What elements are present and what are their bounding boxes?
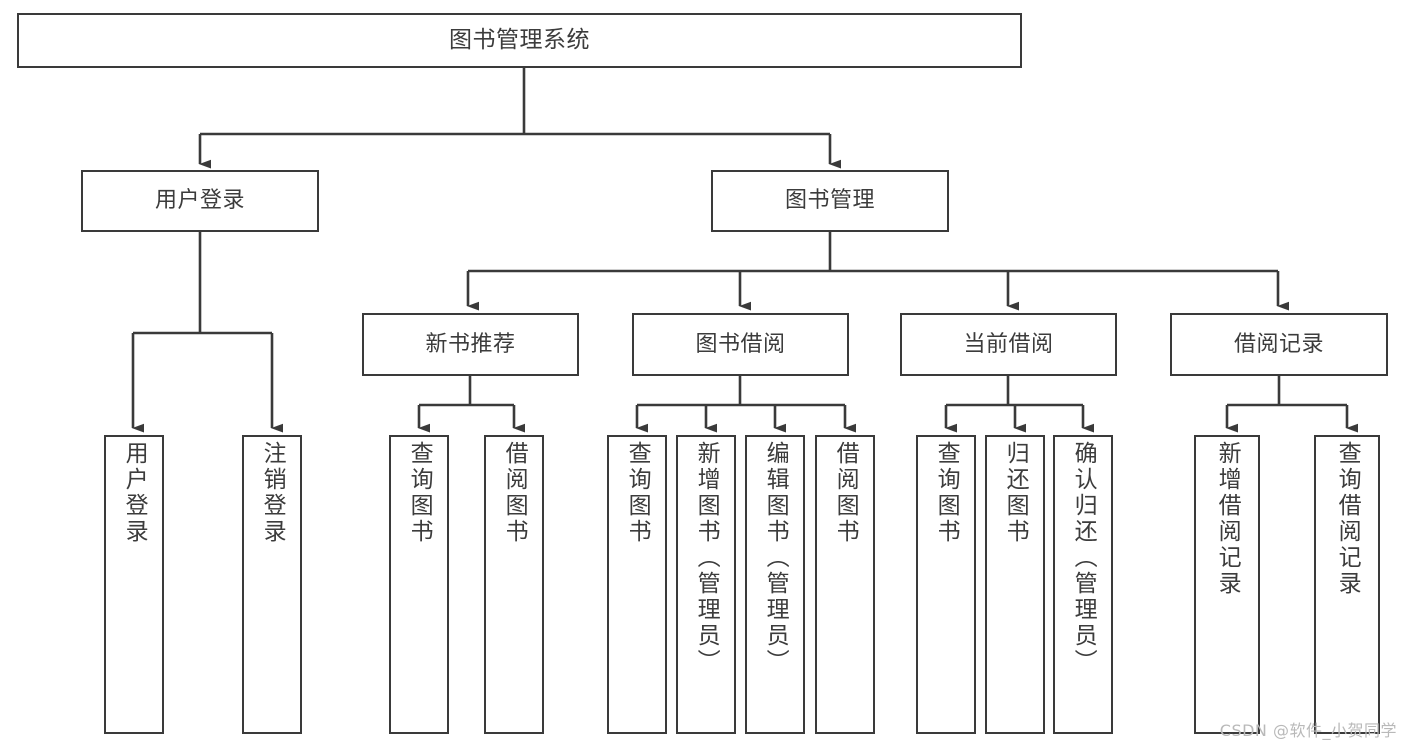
node-leaf-query-book-2-label: 查询图书 <box>624 441 651 545</box>
node-user-login-label: 用户登录 <box>154 188 245 214</box>
node-book-borrow[interactable]: 图书借阅 <box>632 313 849 376</box>
node-leaf-logout[interactable]: 注销登录 <box>242 435 302 734</box>
node-leaf-query-record-label: 查询借阅记录 <box>1334 441 1361 597</box>
node-book-borrow-label: 图书借阅 <box>695 331 786 357</box>
node-book-manage-label: 图书管理 <box>784 188 875 214</box>
node-leaf-return-book-label: 归还图书 <box>1002 441 1029 545</box>
node-leaf-query-book-3-label: 查询图书 <box>933 441 960 545</box>
node-leaf-query-record[interactable]: 查询借阅记录 <box>1314 435 1380 734</box>
node-leaf-query-book-3[interactable]: 查询图书 <box>916 435 976 734</box>
node-borrow-record-label: 借阅记录 <box>1233 331 1324 357</box>
node-leaf-borrow-book-2[interactable]: 借阅图书 <box>815 435 875 734</box>
node-new-book-recommend[interactable]: 新书推荐 <box>362 313 579 376</box>
node-user-login[interactable]: 用户登录 <box>81 170 319 232</box>
node-root[interactable]: 图书管理系统 <box>17 13 1022 68</box>
node-leaf-confirm-return[interactable]: 确认归还（管理员） <box>1053 435 1113 734</box>
node-leaf-confirm-return-label: 确认归还（管理员） <box>1070 441 1097 675</box>
node-leaf-query-book-2[interactable]: 查询图书 <box>607 435 667 734</box>
node-leaf-borrow-book-1[interactable]: 借阅图书 <box>484 435 544 734</box>
csdn-watermark: CSDN @软件_小贺同学 <box>1219 721 1397 740</box>
node-leaf-logout-label: 注销登录 <box>259 441 286 545</box>
node-leaf-return-book[interactable]: 归还图书 <box>985 435 1045 734</box>
node-current-borrow-label: 当前借阅 <box>963 331 1054 357</box>
node-current-borrow[interactable]: 当前借阅 <box>900 313 1117 376</box>
node-leaf-edit-book[interactable]: 编辑图书（管理员） <box>745 435 805 734</box>
node-leaf-borrow-book-2-label: 借阅图书 <box>832 441 859 545</box>
node-leaf-add-book-label: 新增图书（管理员） <box>693 441 720 675</box>
node-leaf-user-login[interactable]: 用户登录 <box>104 435 164 734</box>
node-borrow-record[interactable]: 借阅记录 <box>1170 313 1388 376</box>
node-root-label: 图书管理系统 <box>449 27 590 54</box>
node-book-manage[interactable]: 图书管理 <box>711 170 949 232</box>
node-leaf-query-book-1[interactable]: 查询图书 <box>389 435 449 734</box>
node-leaf-add-record[interactable]: 新增借阅记录 <box>1194 435 1260 734</box>
node-leaf-borrow-book-1-label: 借阅图书 <box>501 441 528 545</box>
node-leaf-user-login-label: 用户登录 <box>121 441 148 545</box>
node-leaf-add-record-label: 新增借阅记录 <box>1214 441 1241 597</box>
node-new-book-recommend-label: 新书推荐 <box>425 331 516 357</box>
node-leaf-add-book[interactable]: 新增图书（管理员） <box>676 435 736 734</box>
node-leaf-query-book-1-label: 查询图书 <box>406 441 433 545</box>
node-leaf-edit-book-label: 编辑图书（管理员） <box>762 441 789 675</box>
